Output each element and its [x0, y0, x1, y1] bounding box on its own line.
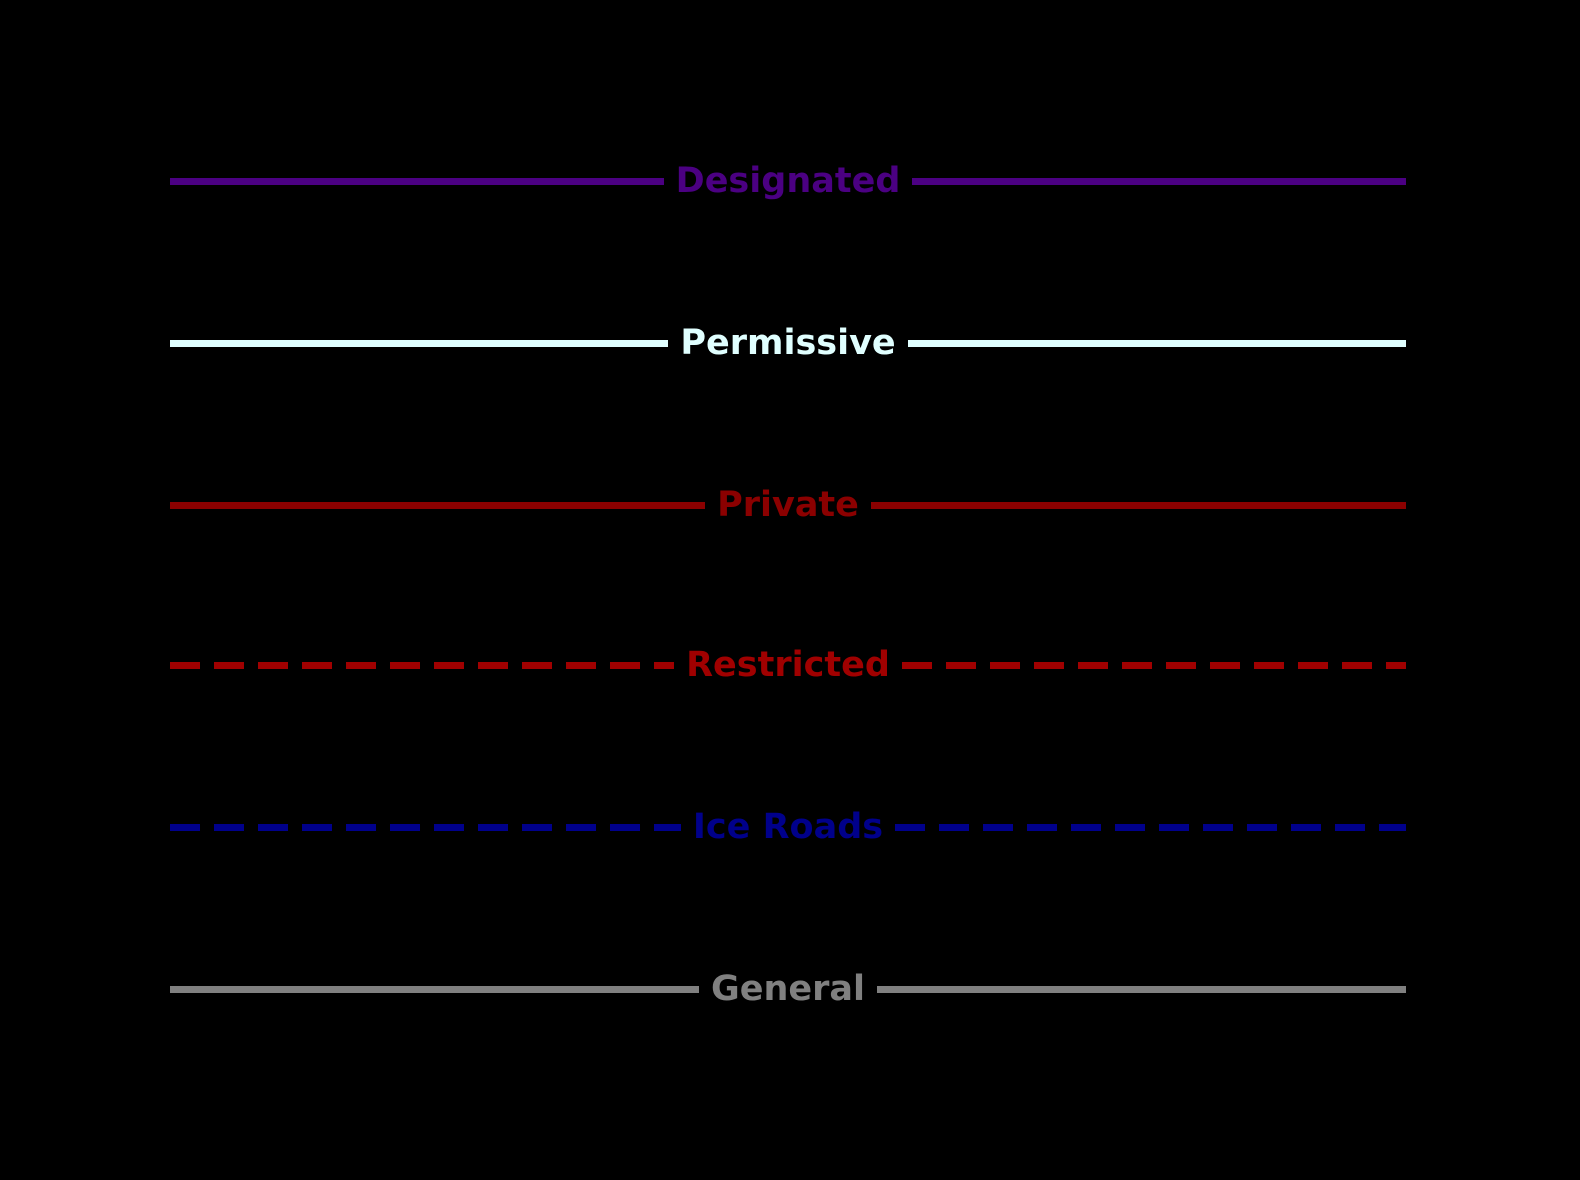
- legend-label-designated: Designated: [675, 161, 901, 201]
- private-line-left: [170, 501, 706, 509]
- private-line-right: [870, 501, 1406, 509]
- restricted-line-right: [901, 661, 1406, 669]
- general-line-right: [877, 985, 1406, 993]
- designated-line-right: [912, 177, 1407, 185]
- legend-item-ice-roads: Ice Roads: [170, 805, 1407, 849]
- legend-label-permissive: Permissive: [680, 323, 896, 363]
- restricted-line-left: [170, 661, 675, 669]
- permissive-line-left: [170, 339, 669, 347]
- legend-item-permissive: Permissive: [170, 321, 1406, 365]
- legend-label-restricted: Restricted: [686, 645, 890, 685]
- legend-label-ice-roads: Ice Roads: [692, 807, 884, 847]
- ice-roads-line-left: [170, 823, 681, 831]
- designated-line-left: [170, 177, 664, 185]
- legend-item-private: Private: [170, 483, 1406, 527]
- legend-label-private: Private: [717, 485, 859, 525]
- permissive-line-right: [907, 339, 1406, 347]
- legend-item-restricted: Restricted: [170, 643, 1406, 687]
- legend-label-general: General: [711, 969, 865, 1009]
- legend-item-designated: Designated: [170, 159, 1407, 203]
- ice-roads-line-right: [895, 823, 1407, 831]
- legend-item-general: General: [170, 967, 1406, 1011]
- general-line-left: [170, 985, 699, 993]
